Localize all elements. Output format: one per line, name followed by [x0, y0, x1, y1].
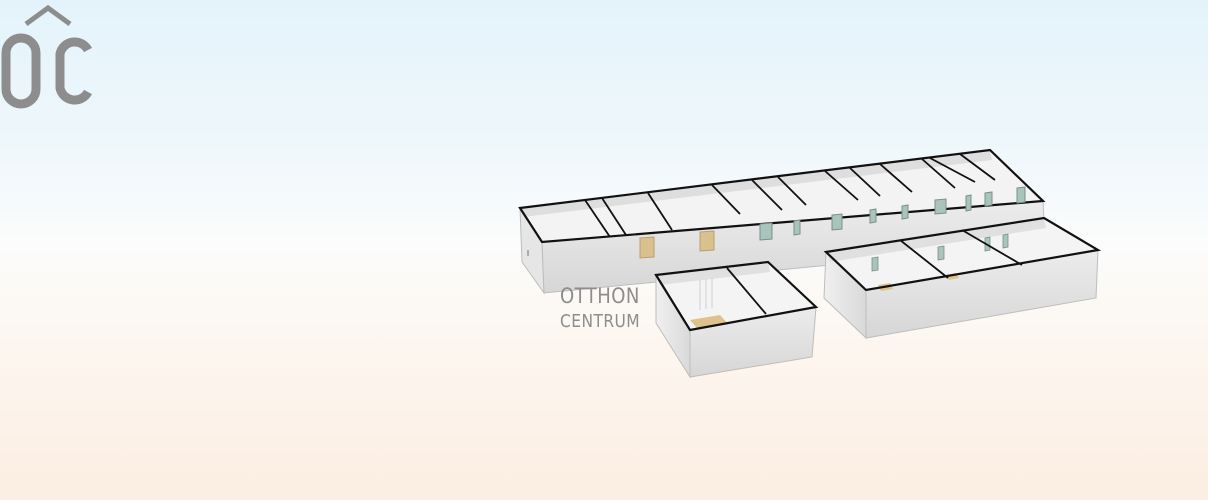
logo-text-otthon: OTTHON	[560, 284, 640, 308]
right-building-windows	[871, 233, 1009, 272]
right-building	[823, 216, 1102, 340]
long-building-partitions	[584, 153, 996, 238]
small-building	[654, 260, 819, 379]
long-building-windows	[759, 186, 1026, 241]
long-building-doors	[639, 230, 715, 259]
long-building-floor	[520, 150, 1043, 242]
long-building	[518, 148, 1046, 295]
logo-text-centrum: CENTRUM	[560, 311, 641, 332]
roof-chevron-icon	[24, 4, 72, 27]
logo-letter-c	[55, 37, 92, 105]
long-building-top-outline	[518, 148, 1046, 244]
right-building-floor	[826, 218, 1098, 290]
logo-letter-o	[1, 33, 41, 109]
otthon-centrum-logo	[1, 4, 92, 109]
